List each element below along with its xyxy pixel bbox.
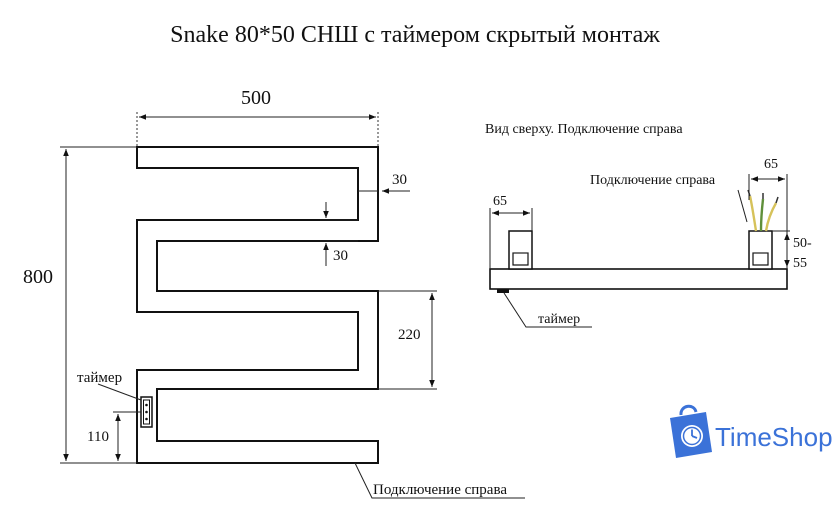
tube-label: 30 xyxy=(333,248,348,264)
timer-label-top: таймер xyxy=(538,312,580,327)
front-view: 500 800 30 30 220 xyxy=(23,87,525,499)
top-view-timer-nub xyxy=(497,289,509,293)
gap-label: 30 xyxy=(392,172,407,188)
timer-height-dimension xyxy=(113,411,141,461)
depth-label-line1: 50- xyxy=(793,236,812,251)
timer-height-label: 110 xyxy=(87,429,109,445)
top-view-heading: Вид сверху. Подключение справа xyxy=(485,122,683,137)
clock-bag-icon xyxy=(670,404,712,458)
timer-leader xyxy=(97,383,142,401)
right-post xyxy=(748,230,773,270)
height-label: 800 xyxy=(23,266,53,288)
top-timer-leader xyxy=(503,292,592,328)
spacing-dimension xyxy=(378,290,437,390)
left-offset-dimension xyxy=(489,208,533,269)
timer-box xyxy=(140,396,153,428)
connection-wires xyxy=(747,189,779,232)
tube-dimension xyxy=(320,202,358,266)
right-offset-label: 65 xyxy=(764,157,778,172)
top-view-base xyxy=(489,268,788,290)
timer-callout-label: таймер xyxy=(77,370,122,386)
width-label: 500 xyxy=(241,87,271,109)
left-post xyxy=(508,230,533,270)
logo-text: TimeShop xyxy=(715,422,833,452)
top-connection-leader xyxy=(737,189,748,223)
connection-label-front: Подключение справа xyxy=(373,482,507,498)
height-dimension xyxy=(60,146,137,464)
depth-label-line2: 55 xyxy=(793,256,807,271)
depth-dimension xyxy=(772,230,790,267)
connection-leader xyxy=(354,462,525,499)
top-view: Вид сверху. Подключение справа Подклю xyxy=(485,122,812,328)
width-dimension xyxy=(136,112,379,147)
left-offset-label: 65 xyxy=(493,194,507,209)
timeshop-logo[interactable]: TimeShop xyxy=(670,404,833,458)
snake-rail-outline xyxy=(136,146,379,464)
spacing-label: 220 xyxy=(398,327,421,343)
drawing-title: Snake 80*50 СНШ с таймером скрытый монта… xyxy=(170,22,660,48)
connection-label-top: Подключение справа xyxy=(590,173,716,188)
